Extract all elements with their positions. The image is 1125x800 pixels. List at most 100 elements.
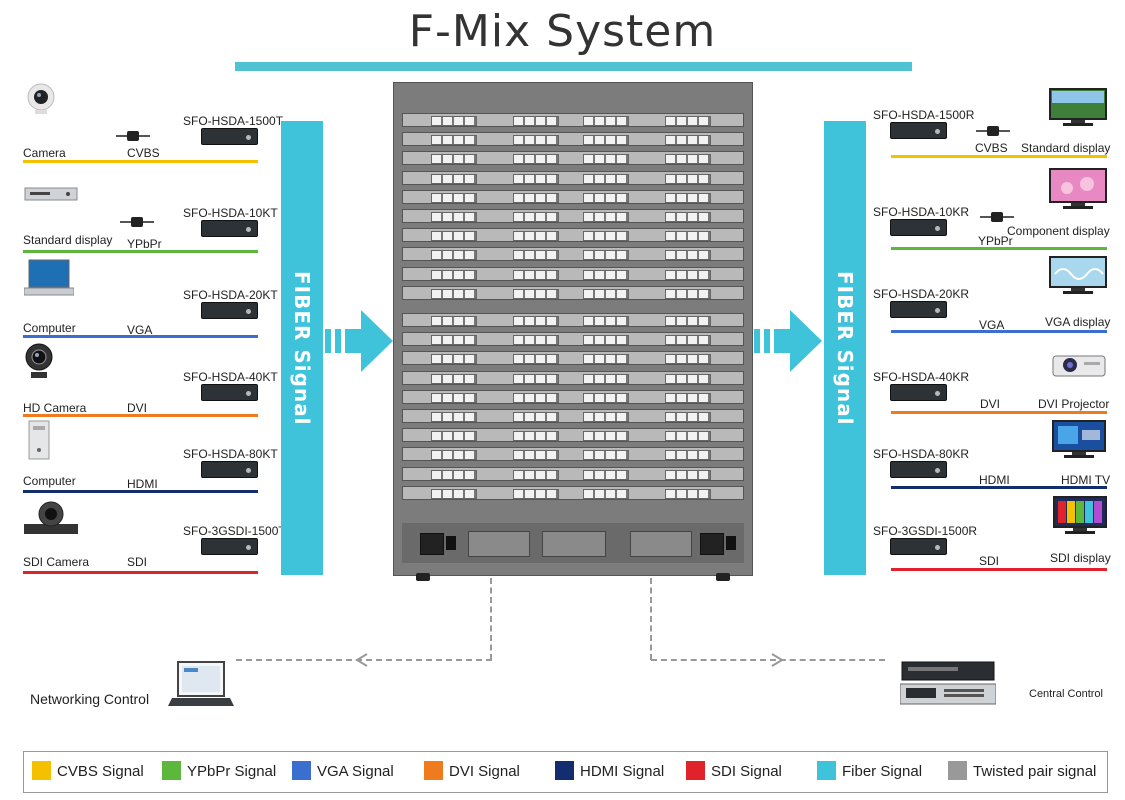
output-signal-label: YPbPr [978,234,1013,248]
fiber-port-group [665,135,711,146]
input-device-label: SDI Camera [23,555,90,569]
monitor-icon [1049,256,1107,296]
fiber-signal-band-left: FIBER Signal [281,121,323,575]
laptop-icon [23,258,75,298]
fiber-port-group [583,335,629,346]
fiber-card-slot [402,370,744,385]
fiber-port-group [431,354,477,365]
legend-swatch [162,761,181,780]
cable-icon [116,131,150,141]
dvi-signal-line [891,411,1107,414]
input-model-label: SFO-HSDA-10KT [183,206,278,220]
fiber-card-slot [402,285,744,300]
fiber-card-slot [402,332,744,347]
fiber-port-group [513,231,559,242]
legend-item: HDMI Signal [555,761,664,780]
fiber-port-group [665,450,711,461]
input-model-label: SFO-HSDA-40KT [183,370,278,384]
cable-icon [976,126,1010,136]
webcam-icon [24,82,58,116]
legend-item: Fiber Signal [817,761,922,780]
legend-swatch [424,761,443,780]
arrow-right-icon [325,310,393,372]
legend-label: Twisted pair signal [973,763,1097,780]
fiber-port-group [431,431,477,442]
fiber-port-group [665,335,711,346]
legend-item: VGA Signal [292,761,394,780]
legend-label: Fiber Signal [842,763,923,780]
input-signal-label: YPbPr [127,237,162,251]
fiber-port-group [431,154,477,165]
twisted-pair-line [650,578,652,660]
input-model-label: SFO-3GSDI-1500T [183,524,286,538]
sdi-signal-line [23,571,258,574]
f-mix-matrix-chassis [393,82,753,581]
fiber-port-group [431,392,477,403]
fiber-card-slot [402,132,744,147]
fiber-card-slot [402,209,744,223]
input-model-label: SFO-HSDA-80KT [183,447,278,461]
laptop-icon [168,660,234,710]
fiber-card-slot [402,389,744,404]
fiber-card-slot [402,313,744,327]
hdmi-signal-line [23,490,258,493]
fiber-port-group [431,212,477,222]
chassis-foot [416,573,430,581]
monitor-icon [1053,496,1107,536]
transmitter-box [201,220,258,237]
legend-item: Twisted pair signal [948,761,1096,780]
fiber-port-group [583,431,629,442]
fiber-port-group [513,135,559,146]
fiber-port-group [583,250,629,261]
fiber-card-slot [402,485,744,500]
cable-icon [120,217,154,227]
transmitter-box [201,128,258,145]
input-model-label: SFO-HSDA-20KT [183,288,278,302]
output-device-label: VGA display [1045,315,1111,329]
input-signal-label: HDMI [127,477,158,491]
fiber-port-group [583,392,629,403]
legend-label: DVI Signal [449,763,520,780]
arrow-left-icon [355,653,368,667]
fiber-card-slot [402,189,744,204]
fiber-port-group [513,116,559,126]
receiver-box [890,538,947,555]
fiber-card-slot [402,428,744,443]
ypbpr-signal-line [23,250,258,253]
fiber-card-slot [402,351,744,366]
twisted-pair-line [236,659,492,661]
fiber-card-slot [402,466,744,481]
output-model-label: SFO-HSDA-10KR [873,205,970,219]
fiber-port-group [583,212,629,222]
fiber-port-group [513,173,559,184]
fiber-card-slot [402,170,744,185]
cvbs-signal-line [23,160,258,163]
fiber-port-group [583,116,629,126]
fiber-port-group [513,316,559,326]
dvi-signal-line [23,414,258,417]
fiber-signal-label: FIBER Signal [290,271,314,426]
title-underline [235,62,912,71]
page-title: F-Mix System [408,6,717,57]
output-signal-label: DVI [980,397,1001,411]
input-model-label: SFO-HSDA-1500T [183,114,284,128]
fiber-port-group [665,316,711,326]
ypbpr-signal-line [891,247,1107,250]
fiber-port-group [665,250,711,261]
fiber-port-group [583,354,629,365]
central-control-unit-icon [899,660,997,706]
fiber-port-group [431,269,477,280]
projector-icon [1052,350,1106,380]
legend-label: CVBS Signal [57,763,144,780]
fiber-port-group [583,450,629,461]
fiber-port-group [583,469,629,480]
legend-item: CVBS Signal [32,761,144,780]
legend-item: SDI Signal [686,761,782,780]
output-signal-label: CVBS [975,141,1008,155]
output-signal-label: SDI [979,554,1000,568]
legend-swatch [32,761,51,780]
fiber-port-group [583,269,629,280]
pc-tower-icon [28,420,50,460]
fiber-port-group [431,135,477,146]
fiber-card-slot [402,266,744,281]
